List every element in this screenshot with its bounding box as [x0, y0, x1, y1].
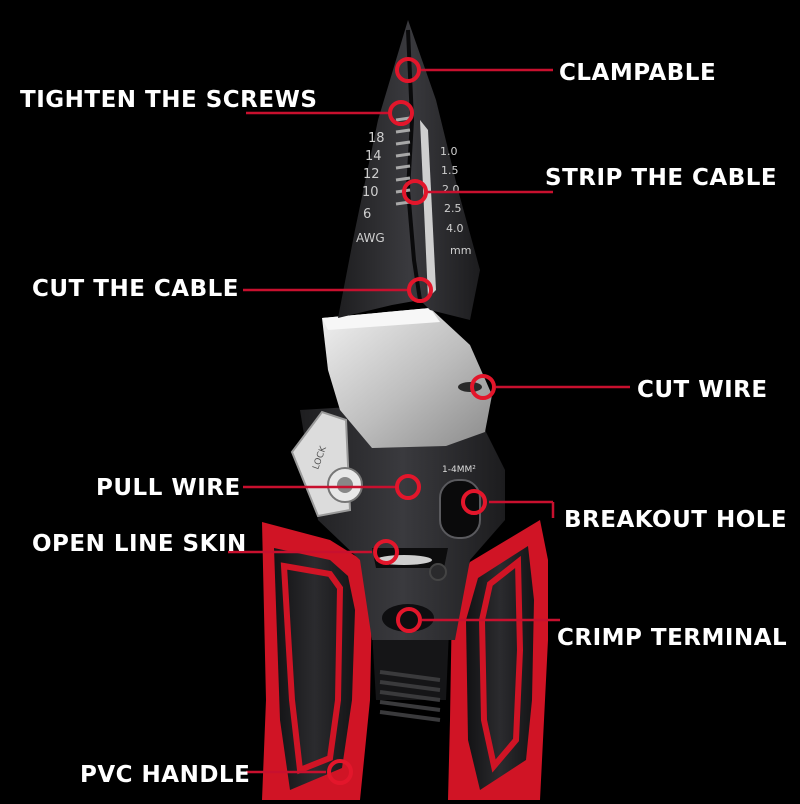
- label-open-line-skin: OPEN LINE SKIN: [32, 531, 247, 557]
- awg-scale: 18 14 12 10 6 AWG: [356, 131, 385, 245]
- mm-2-5: 2.5: [444, 202, 462, 215]
- pivot-bolt-center: [337, 477, 353, 493]
- awg-10: 10: [362, 185, 379, 200]
- marker-tighten-screws: [388, 100, 414, 126]
- label-clampable: CLAMPABLE: [559, 60, 717, 86]
- right-grip-stripe: [478, 555, 524, 773]
- label-cut-wire: CUT WIRE: [637, 377, 768, 403]
- label-pull-wire: PULL WIRE: [96, 475, 241, 501]
- awg-18: 18: [368, 131, 385, 146]
- plate-highlight: [322, 308, 440, 330]
- awg-12: 12: [363, 167, 380, 182]
- marker-pull-wire: [395, 474, 421, 500]
- return-spring: [379, 670, 441, 722]
- strip-edge: [420, 120, 436, 298]
- marker-breakout-hole: [461, 489, 487, 515]
- mm-4-0: 4.0: [446, 222, 464, 235]
- breakout-range-text: 1-4MM²: [442, 465, 476, 475]
- breakout-slot: [439, 479, 481, 539]
- awg-6: 6: [363, 207, 371, 222]
- marker-strip-cable: [402, 179, 428, 205]
- mm-2-0: 2.0: [442, 183, 460, 196]
- label-tighten-screws: TIGHTEN THE SCREWS: [20, 87, 318, 113]
- marker-cut-cable: [407, 277, 433, 303]
- marker-cut-wire: [470, 374, 496, 400]
- awg-14: 14: [365, 149, 382, 164]
- steel-cutter-plate: [322, 308, 492, 448]
- lower-body: [300, 400, 505, 640]
- mm-unit: mm: [450, 244, 471, 257]
- label-strip-cable: STRIP THE CABLE: [545, 165, 778, 191]
- label-cut-cable: CUT THE CABLE: [32, 276, 239, 302]
- marker-crimp-terminal: [396, 607, 422, 633]
- left-grip-stripe: [280, 562, 344, 775]
- awg-unit: AWG: [356, 231, 385, 245]
- mm-1-0: 1.0: [440, 145, 458, 158]
- rivet: [429, 563, 447, 581]
- label-crimp-terminal: CRIMP TERMINAL: [557, 625, 788, 651]
- label-breakout-hole: BREAKOUT HOLE: [564, 507, 788, 533]
- marker-pvc-handle: [327, 759, 353, 785]
- mm-1-5: 1.5: [441, 164, 459, 177]
- marker-clampable: [395, 57, 421, 83]
- label-pvc-handle: PVC HANDLE: [80, 762, 251, 788]
- marker-open-line-skin: [373, 539, 399, 565]
